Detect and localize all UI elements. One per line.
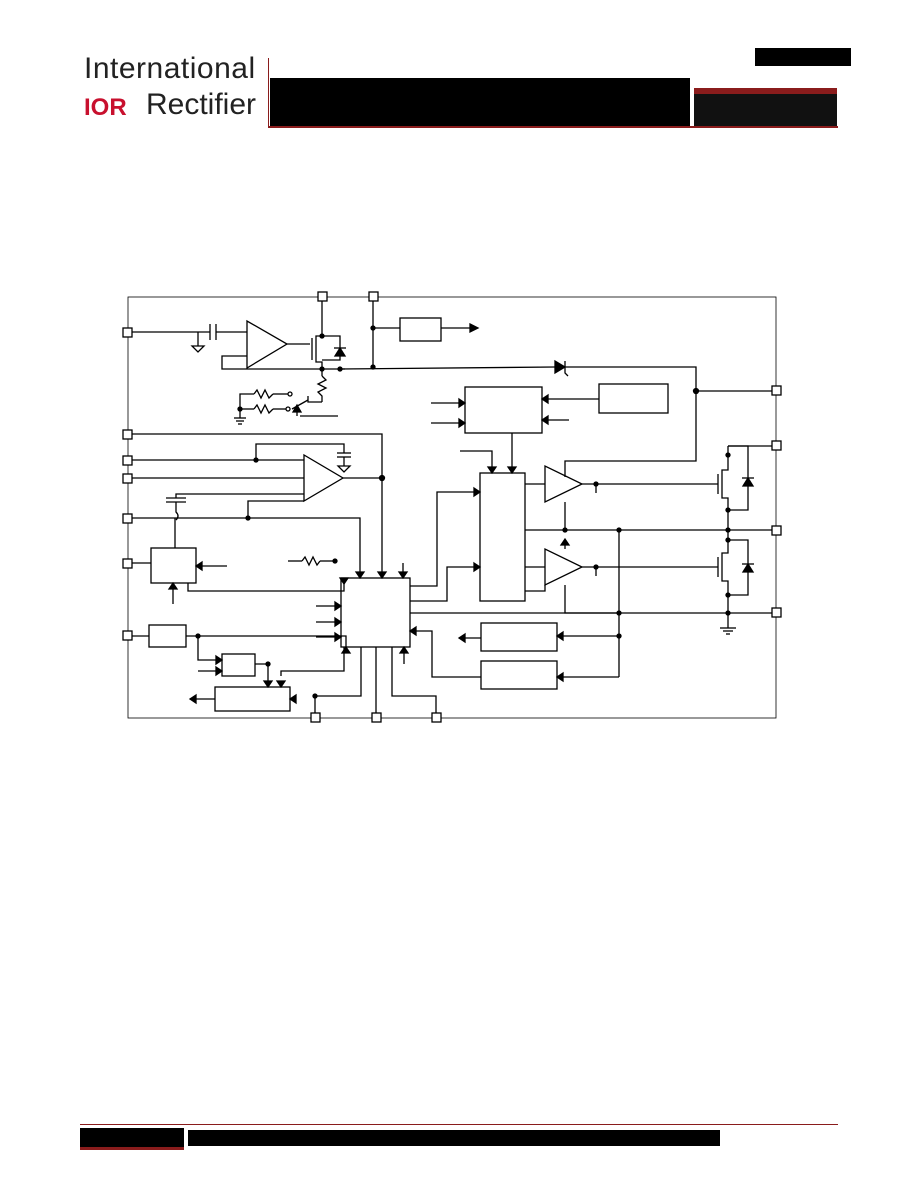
pin-right-2 bbox=[771, 440, 782, 451]
logo-ior-text: IOR bbox=[84, 94, 127, 119]
pin-bottom-2 bbox=[371, 712, 382, 723]
diode-icon bbox=[741, 562, 755, 573]
zener-diode-icon bbox=[554, 359, 567, 375]
opamp-icon bbox=[303, 453, 345, 503]
header-tab-block bbox=[694, 88, 837, 126]
opamp-icon bbox=[246, 319, 289, 370]
block-current-sense-2 bbox=[480, 660, 558, 690]
logo-text-international: International bbox=[84, 52, 256, 85]
opamp-icon bbox=[544, 464, 584, 504]
resistor-icon bbox=[316, 375, 328, 402]
pin-left-6 bbox=[122, 558, 133, 569]
block-left-mid bbox=[150, 547, 197, 584]
block-gate-driver-logic bbox=[479, 472, 526, 602]
pin-left-2 bbox=[122, 429, 133, 440]
resistor-icon bbox=[253, 403, 274, 415]
block-bootstrap-control bbox=[464, 386, 543, 434]
footer-bar bbox=[188, 1130, 720, 1146]
block-current-sense-1 bbox=[480, 622, 558, 652]
header-rule bbox=[268, 126, 838, 128]
pin-left-3 bbox=[122, 455, 133, 466]
block-control-logic bbox=[340, 577, 411, 648]
logo-text-rectifier: Rectifier bbox=[146, 88, 257, 121]
opamp-icon bbox=[544, 547, 584, 587]
pin-left-7 bbox=[122, 630, 133, 641]
ior-logo-icon: IOR bbox=[84, 94, 127, 119]
pin-top-1 bbox=[317, 291, 328, 302]
pin-right-3 bbox=[771, 525, 782, 536]
diode-icon bbox=[741, 476, 755, 487]
resistor-icon bbox=[253, 388, 274, 400]
pin-bottom-3 bbox=[431, 712, 442, 723]
pin-left-4 bbox=[122, 473, 133, 484]
block-top-right bbox=[598, 383, 669, 414]
amplifiers bbox=[246, 319, 584, 587]
resistor-icon bbox=[301, 555, 321, 567]
wires bbox=[132, 301, 772, 713]
block-top-regulator bbox=[399, 317, 442, 342]
pin-top-2 bbox=[368, 291, 379, 302]
block-bottom-counter bbox=[214, 686, 291, 712]
ground-icon bbox=[336, 465, 352, 473]
pin-right-4 bbox=[771, 607, 782, 618]
pin-left-1 bbox=[122, 327, 133, 338]
block-small-low bbox=[221, 653, 256, 677]
pin-right-1 bbox=[771, 385, 782, 396]
diode-icon bbox=[333, 346, 347, 357]
header-divider bbox=[268, 58, 269, 128]
header-top-right-bar bbox=[755, 48, 851, 66]
pin-left-5 bbox=[122, 513, 133, 524]
footer-page-block bbox=[80, 1128, 184, 1150]
ground-icon bbox=[190, 345, 206, 353]
diagram-frame bbox=[127, 296, 777, 719]
footer-rule bbox=[80, 1124, 838, 1125]
blocks bbox=[148, 317, 669, 712]
block-left-low bbox=[148, 624, 187, 648]
header-title-bar bbox=[270, 78, 690, 126]
pin-bottom-1 bbox=[310, 712, 321, 723]
switch-icon bbox=[291, 399, 309, 410]
